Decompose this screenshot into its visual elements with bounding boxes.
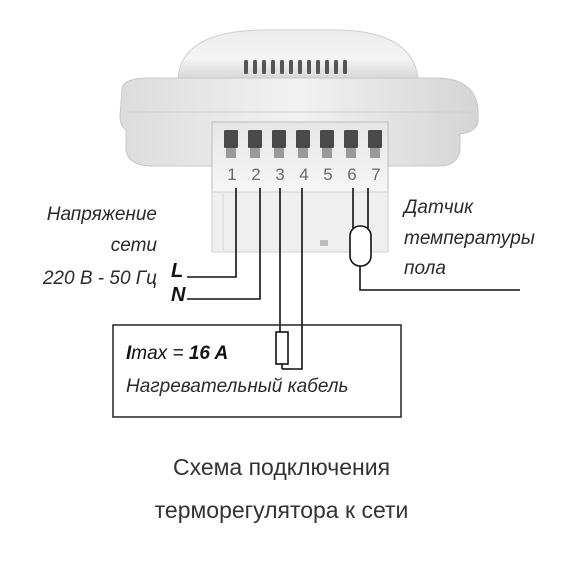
- supply-label-line2: сети: [110, 235, 157, 256]
- terminal-screws: [224, 130, 382, 148]
- terminal-number-3: 3: [275, 165, 285, 184]
- resistor-symbol: [275, 331, 289, 365]
- sensor-label-line2: температуры: [404, 228, 535, 249]
- floor-sensor: [349, 188, 520, 291]
- heating-cable-label: Нагревательный кабель: [126, 376, 349, 397]
- heating-cable-box: [112, 324, 402, 418]
- sensor-label-line1: Датчик: [404, 197, 474, 218]
- wire-n: [187, 188, 261, 300]
- max-current-symbol: I: [126, 343, 132, 364]
- terminal-number-6: 6: [347, 165, 357, 184]
- thermostat-cap: [177, 29, 419, 79]
- thermostat-device: [119, 29, 479, 253]
- vent-slots: [244, 60, 347, 74]
- max-current-subscript: max =: [131, 343, 189, 364]
- supply-wires: [187, 188, 261, 300]
- sensor-probe-icon: [349, 225, 372, 267]
- terminal-number-5: 5: [323, 165, 333, 184]
- supply-label-line3: 220 В - 50 Гц: [42, 268, 157, 289]
- wire-4: [292, 188, 303, 370]
- caption-line2: терморегулятора к сети: [154, 497, 409, 523]
- terminal-number-2: 2: [251, 165, 261, 184]
- max-current-label: Imax = 16 A: [126, 343, 228, 365]
- terminal-number-7: 7: [371, 165, 381, 184]
- terminal-number-4: 4: [299, 165, 309, 184]
- terminal-number-1: 1: [227, 165, 237, 184]
- phase-letter-l: L: [171, 260, 184, 282]
- wire-l: [187, 188, 237, 278]
- max-current-value: 16 A: [188, 343, 229, 364]
- supply-label: Напряжение сети 220 В - 50 Гц: [0, 204, 157, 294]
- caption-line1: Схема подключения: [172, 454, 391, 480]
- sensor-label-line3: пола: [404, 258, 446, 279]
- supply-label-line1: Напряжение: [46, 204, 157, 225]
- heating-cable-wires: [275, 188, 303, 370]
- neutral-letter-n: N: [171, 284, 186, 306]
